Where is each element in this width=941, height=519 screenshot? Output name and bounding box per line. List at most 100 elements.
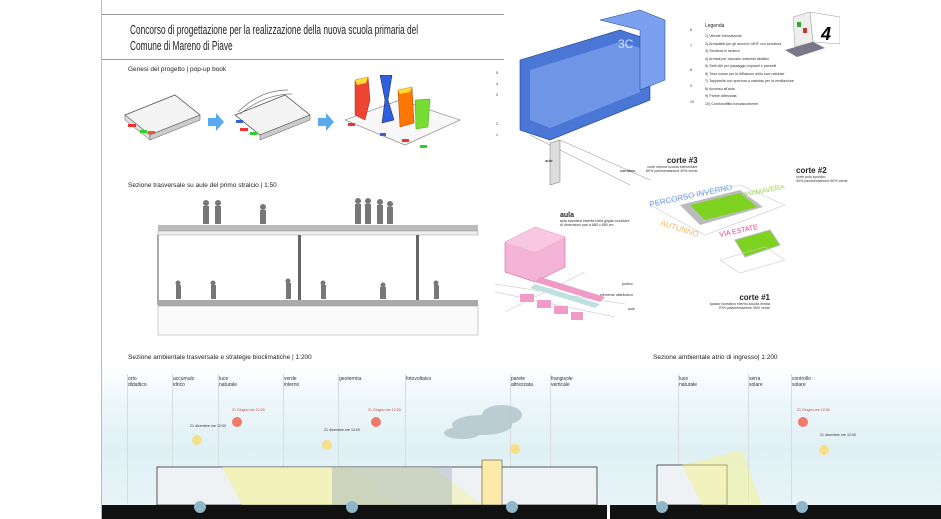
axon-number: 10 (690, 100, 694, 104)
corte-desc: 40% pavimentazione 60% verde (796, 179, 848, 184)
strategy-label-line: didattico (128, 382, 147, 388)
title-line-2: Comune di Mareno di Piave (130, 38, 233, 53)
classroom-sign: 3C (618, 37, 634, 51)
label-leader-line (172, 374, 173, 504)
courtyards-plan: PERCORSO INVERNO PRIMAVERA AUTUNNO VIA E… (649, 185, 786, 274)
corte-desc: 70% pavimentazione 30% verde (718, 306, 770, 311)
axon-number: 7 (690, 44, 692, 48)
strategy-label-line: controllo (792, 376, 811, 382)
board-edge (101, 0, 102, 519)
strategy-label-line: fotovoltaico (406, 376, 432, 382)
arrow-icon (318, 113, 334, 131)
label-leader-line (338, 374, 339, 504)
svg-text:4: 4 (820, 24, 831, 44)
section-title-atrio: Sezione ambientale atrio di ingresso| 1:… (653, 354, 778, 361)
building-section (156, 450, 762, 506)
strategy-label-line: accumulo (173, 376, 195, 382)
axon-number: 9 (690, 84, 692, 88)
strategy-label-line: attrezzata (511, 382, 533, 388)
corte-desc: spazio ricreativo interno scuola media (709, 302, 770, 306)
legend-item: 2) Armadietti per gli alunni in MDF con … (705, 41, 782, 46)
label-aule: aule (628, 307, 635, 311)
axon-numbers-right: 6 7 8 9 10 (690, 22, 694, 110)
axon-number: 2 (496, 122, 498, 126)
axon-number: 4 (496, 82, 498, 86)
bioclimatic-section-drawing (102, 405, 941, 519)
sun-icon (371, 417, 381, 427)
sun-icon (192, 435, 202, 445)
sun-icon (819, 445, 829, 455)
strategy-label-line: naturale (219, 382, 238, 388)
strategy-label: geotermia (339, 376, 361, 382)
aula-desc: aula standard inserita nella griglia mod… (560, 219, 630, 223)
book-opening (234, 89, 311, 141)
sun-icon (322, 440, 332, 450)
label-leader-line (791, 374, 792, 504)
cross-section-drawing (157, 198, 479, 336)
label-leader-line (405, 374, 406, 504)
corte-1: corte #1 spazio ricreativo interno scuol… (700, 293, 770, 311)
strategy-label-line: luce (219, 376, 229, 382)
section-title-genesi: Genesi del progetto | pop-up book (128, 66, 227, 73)
strategy-label-line: orto (128, 376, 137, 382)
label-corridoio: corridoio (620, 168, 636, 173)
strategy-label-line: serra (749, 376, 761, 382)
axon-number: 8 (690, 68, 692, 72)
strategy-label-line: verticale (551, 382, 570, 388)
people-silhouettes (175, 198, 439, 299)
book-closed (124, 94, 201, 141)
sun-icon (798, 417, 808, 427)
label-leader-line (748, 374, 749, 504)
section-title-ambientale: Sezione ambientale trasversale e strateg… (128, 354, 312, 361)
corte-title: corte #1 (739, 293, 770, 302)
legend-item: 6) Tubo solare per la diffusione della l… (705, 71, 785, 76)
aula-diagram (495, 226, 625, 320)
strategy-label-line: geotermia (339, 376, 362, 382)
strategy-label-line: frangisole (551, 376, 573, 382)
corte-desc: corte interna scuola elementare (647, 165, 698, 169)
section-title-trasversale: Sezione trasversale su aule del primo st… (128, 182, 277, 189)
corte-title: corte #2 (796, 166, 827, 175)
strategy-label-line: naturale (679, 382, 698, 388)
pop-up-book-diagram (124, 89, 334, 141)
corte-desc: corte polo sportivo (796, 175, 826, 179)
strategy-label-line: parete (511, 376, 526, 382)
axon-numbers-left: 5 4 3 2 1 (496, 68, 498, 141)
aula-desc: di dimensioni pari a 880 x 880 cm (560, 223, 614, 228)
corte-title: corte #3 (666, 156, 698, 165)
legend-item: 10) Controsoffitto fonoassorbente (705, 101, 759, 106)
classroom-axonometric: 3C aule corridoio (519, 10, 666, 186)
title-box (102, 14, 504, 60)
strategy-label-line: interno (284, 382, 300, 388)
arrow-icon (208, 113, 224, 131)
strategy-label-line: solare (792, 382, 806, 388)
legend: Legenda 1) Vetrate fotovoltaiche 2) Arma… (705, 23, 794, 108)
axon-number: 1 (496, 133, 498, 137)
strategy-label-line: luce (679, 376, 689, 382)
corte-3: corte #3 corte interna scuola elementare… (646, 156, 698, 174)
label-leader-line (678, 374, 679, 504)
board-number-logo: 4 (785, 12, 840, 57)
corte-desc: 60% pavimentazione 40% verde (646, 169, 698, 174)
aula-caption: aula aula standard inserita nella grigli… (560, 212, 630, 228)
sun-note: 21 Giugno ore 12:00 (232, 408, 265, 412)
sun-note: 21 dicembre ore 12:00 (820, 433, 856, 437)
legend-item: 1) Vetrate fotovoltaiche (705, 34, 742, 38)
legend-item: 5) Setti utili per passaggio impianti e … (705, 64, 777, 68)
legend-title: Legenda (705, 23, 725, 29)
axon-number: 5 (496, 71, 498, 75)
legend-item: 4) Armadi per deposito materiali didatti… (705, 56, 769, 61)
sun-icon (510, 444, 520, 454)
strategy-label: fotovoltaico (406, 376, 431, 382)
axon-number: 6 (690, 28, 692, 32)
strategy-label-line: idrico (173, 382, 185, 388)
sun-note: 21 dicembre ore 12:00 (324, 428, 360, 432)
label-leader-line (510, 374, 511, 504)
sun-icon (232, 417, 242, 427)
